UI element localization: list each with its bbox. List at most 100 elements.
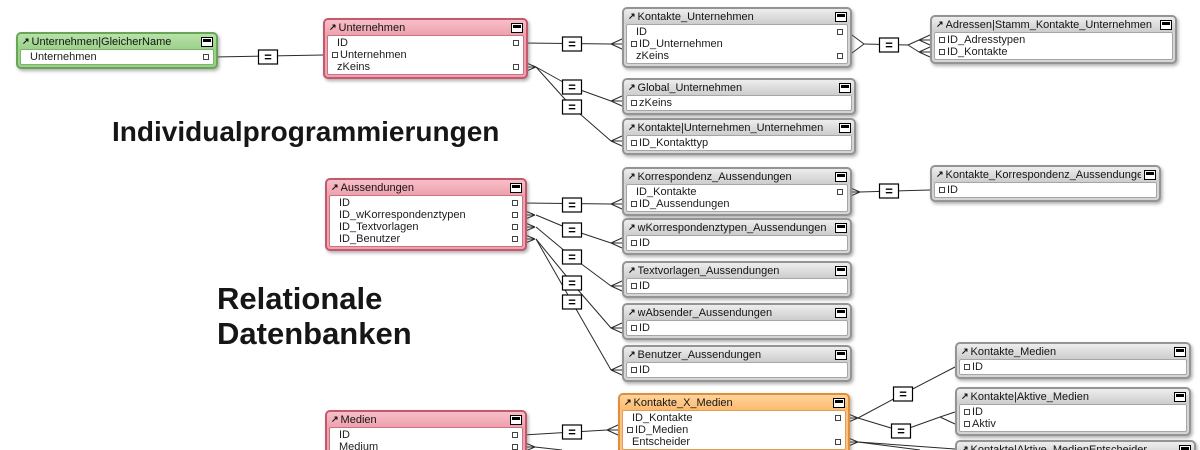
crowfoot-icon[interactable] — [610, 364, 623, 371]
equals-operator[interactable]: = — [878, 183, 900, 199]
field-row[interactable]: ID — [627, 26, 847, 38]
operator-box[interactable] — [561, 79, 583, 95]
field-row[interactable]: ID_Kontakte — [935, 46, 1172, 58]
operator-box[interactable] — [878, 183, 900, 199]
collapse-button-icon[interactable] — [839, 122, 851, 133]
crowfoot-icon[interactable] — [610, 43, 623, 50]
table-header[interactable]: ↗Kontakte_Unternehmen — [624, 9, 850, 24]
equals-operator[interactable]: = — [892, 386, 914, 402]
field-row[interactable]: ID — [935, 184, 1156, 196]
field-row[interactable]: Unternehmen — [21, 51, 213, 63]
relationship-line[interactable] — [939, 411, 956, 418]
equals-operator[interactable]: = — [561, 424, 583, 440]
field-row[interactable]: ID — [627, 237, 847, 249]
relationship-line[interactable] — [571, 301, 612, 371]
collapse-button-icon[interactable] — [1179, 444, 1191, 450]
collapse-button-icon[interactable] — [510, 182, 522, 193]
crowfoot-icon[interactable] — [918, 34, 931, 41]
field-row[interactable]: ID_Textvorlagen — [330, 221, 522, 233]
operator-box[interactable] — [878, 37, 900, 53]
table-header[interactable]: ↗Unternehmen — [325, 20, 526, 35]
field-row[interactable]: ID — [330, 429, 522, 441]
equals-operator[interactable]: = — [561, 197, 583, 213]
collapse-button-icon[interactable] — [1160, 19, 1172, 30]
field-row[interactable]: ID_Kontakte — [627, 186, 847, 198]
crowfoot-icon[interactable] — [610, 100, 623, 107]
crowfoot-icon[interactable] — [918, 46, 931, 53]
field-row[interactable]: ID_Kontakte — [623, 412, 845, 424]
crowfoot-icon[interactable] — [606, 429, 619, 436]
table-header[interactable]: ↗Unternehmen|GleicherName — [18, 34, 216, 49]
field-row[interactable]: Unternehmen — [328, 49, 523, 61]
relationship-line[interactable] — [535, 238, 573, 303]
crowfoot-icon[interactable] — [610, 198, 623, 205]
operator-box[interactable] — [892, 386, 914, 402]
collapse-button-icon[interactable] — [1144, 169, 1156, 180]
crowfoot-icon[interactable] — [610, 203, 623, 210]
equals-operator[interactable]: = — [561, 99, 583, 115]
field-row[interactable]: ID — [960, 361, 1186, 373]
table-header[interactable]: ↗Kontakte_Medien — [957, 344, 1189, 359]
operator-box[interactable] — [890, 423, 912, 439]
field-row[interactable]: Entscheider — [623, 436, 845, 448]
field-row[interactable]: zKeins — [627, 50, 847, 62]
equals-operator[interactable]: = — [878, 37, 900, 53]
crowfoot-icon[interactable] — [610, 285, 623, 292]
collapse-button-icon[interactable] — [1174, 346, 1186, 357]
crowfoot-icon[interactable] — [610, 280, 623, 287]
field-row[interactable]: ID — [330, 197, 522, 209]
equals-operator[interactable]: = — [561, 36, 583, 52]
table-header[interactable]: ↗Kontakte|Unternehmen_Unternehmen — [624, 120, 854, 135]
table-header[interactable]: ↗wAbsender_Aussendungen — [624, 305, 850, 320]
operator-box[interactable] — [561, 99, 583, 115]
equals-operator[interactable]: = — [257, 49, 279, 65]
collapse-button-icon[interactable] — [511, 22, 523, 33]
collapse-button-icon[interactable] — [835, 222, 847, 233]
collapse-button-icon[interactable] — [839, 82, 851, 93]
operator-box[interactable] — [561, 294, 583, 310]
collapse-button-icon[interactable] — [1174, 391, 1186, 402]
crowfoot-icon[interactable] — [610, 237, 623, 244]
field-row[interactable]: Aktiv — [960, 418, 1186, 430]
table-header[interactable]: ↗Adressen|Stamm_Kontakte_Unternehmen — [932, 17, 1175, 32]
field-row[interactable]: ID_Medien — [623, 424, 845, 436]
crowfoot-icon[interactable] — [610, 95, 623, 102]
equals-operator[interactable]: = — [561, 294, 583, 310]
relationship-line[interactable] — [857, 441, 956, 450]
table-header[interactable]: ↗Medien — [327, 412, 525, 427]
operator-box[interactable] — [561, 275, 583, 291]
crowfoot-icon[interactable] — [918, 51, 931, 58]
field-row[interactable]: zKeins — [328, 61, 523, 73]
field-row[interactable]: zKeins — [627, 97, 851, 109]
field-row[interactable]: ID_Adresstypen — [935, 34, 1172, 46]
field-row[interactable]: ID_Kontakttyp — [627, 137, 851, 149]
equals-operator[interactable]: = — [561, 222, 583, 238]
crowfoot-icon[interactable] — [606, 424, 619, 431]
collapse-button-icon[interactable] — [835, 171, 847, 182]
field-row[interactable]: ID — [960, 406, 1186, 418]
operator-box[interactable] — [561, 197, 583, 213]
table-header[interactable]: ↗Kontakte_X_Medien — [620, 395, 848, 410]
relationship-line[interactable] — [939, 416, 956, 425]
field-row[interactable]: ID — [328, 37, 523, 49]
collapse-button-icon[interactable] — [201, 36, 213, 47]
collapse-button-icon[interactable] — [510, 414, 522, 425]
relationship-line[interactable] — [907, 44, 920, 53]
field-row[interactable]: ID — [627, 322, 847, 334]
relationship-line[interactable] — [907, 39, 920, 46]
table-header[interactable]: ↗wKorrespondenztypen_Aussendungen — [624, 220, 850, 235]
table-header[interactable]: ↗Aussendungen — [327, 180, 525, 195]
field-row[interactable]: ID — [627, 280, 847, 292]
equals-operator[interactable]: = — [890, 423, 912, 439]
table-header[interactable]: ↗Korrespondenz_Aussendungen — [624, 169, 850, 184]
